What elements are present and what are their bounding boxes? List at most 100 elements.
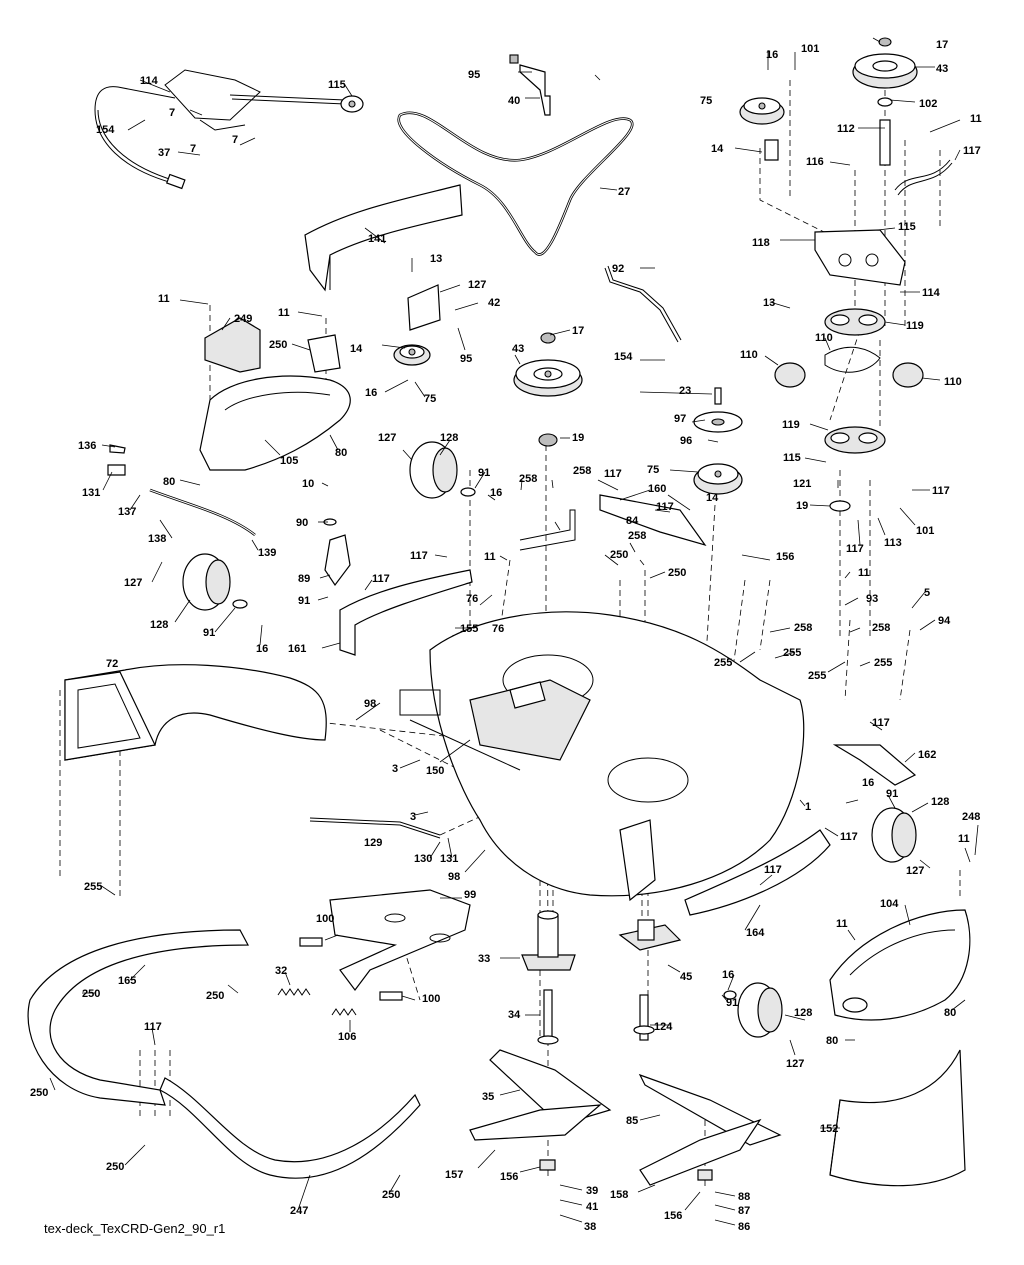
part-label: 84 xyxy=(626,515,639,527)
wheels-128-right xyxy=(723,807,917,1038)
part-label: 95 xyxy=(460,353,472,365)
part-label: 33 xyxy=(478,953,490,965)
part-label: 102 xyxy=(919,98,937,110)
part-label: 112 xyxy=(837,123,855,135)
part-label: 128 xyxy=(794,1007,812,1019)
part-label: 255 xyxy=(84,881,102,893)
part-label: 157 xyxy=(445,1169,463,1181)
part-label: 165 xyxy=(118,975,136,987)
blade-set-85-158 xyxy=(638,1073,782,1186)
part-label: 100 xyxy=(316,913,334,925)
part-label: 98 xyxy=(448,871,460,883)
part-label: 114 xyxy=(922,287,941,299)
part-label: 154 xyxy=(614,351,633,363)
part-label: 5 xyxy=(924,587,930,599)
part-label: 11 xyxy=(278,307,290,319)
part-label: 141 xyxy=(368,233,386,245)
part-label: 247 xyxy=(290,1205,308,1217)
part-label: 40 xyxy=(508,95,520,107)
mower-deck-1 xyxy=(399,611,805,897)
part-label: 117 xyxy=(872,717,890,729)
part-label: 128 xyxy=(931,796,949,808)
arm-160-84 xyxy=(519,494,707,551)
gear-119-bottom xyxy=(824,426,886,512)
part-label: 91 xyxy=(298,595,310,607)
part-label: 250 xyxy=(206,990,224,1002)
part-label: 76 xyxy=(492,623,504,635)
part-label: 119 xyxy=(906,320,924,332)
part-label: 90 xyxy=(296,517,308,529)
part-label: 161 xyxy=(288,643,306,655)
part-label: 137 xyxy=(118,506,136,518)
part-label: 258 xyxy=(794,622,812,634)
part-label: 121 xyxy=(793,478,811,490)
part-label: 150 xyxy=(426,765,444,777)
leader-lines xyxy=(49,37,979,1226)
rods-129-150 xyxy=(309,719,521,839)
cover-141 xyxy=(829,1047,966,1187)
part-label: 80 xyxy=(826,1035,838,1047)
part-label: 16 xyxy=(766,49,778,61)
wheels-128-left xyxy=(182,441,476,611)
part-label: 17 xyxy=(936,39,948,51)
part-label: 93 xyxy=(866,593,878,605)
cover-105 xyxy=(199,375,351,471)
shafts-34-124 xyxy=(537,989,655,1045)
part-label: 104 xyxy=(880,898,899,910)
part-label: 11 xyxy=(858,567,870,579)
part-label: 258 xyxy=(519,473,537,485)
part-label: 7 xyxy=(190,143,196,155)
part-label: 85 xyxy=(626,1115,638,1127)
part-label: 11 xyxy=(836,918,848,930)
part-label: 115 xyxy=(783,452,801,464)
part-label: 89 xyxy=(298,573,310,585)
bracket-162 xyxy=(619,819,831,916)
part-label: 124 xyxy=(654,1021,673,1033)
part-label: 99 xyxy=(464,889,476,901)
part-label: 250 xyxy=(30,1087,48,1099)
gear-119-top xyxy=(824,308,886,336)
part-label: 92 xyxy=(612,263,624,275)
part-label: 250 xyxy=(82,988,100,1000)
part-label: 127 xyxy=(786,1058,804,1070)
part-label: 37 xyxy=(158,147,170,159)
part-label: 113 xyxy=(884,537,902,549)
part-label: 11 xyxy=(158,293,170,305)
part-label: 80 xyxy=(944,1007,956,1019)
part-label: 164 xyxy=(746,927,765,939)
part-label: 80 xyxy=(335,447,347,459)
part-label: 250 xyxy=(269,339,287,351)
part-label: 128 xyxy=(150,619,168,631)
part-label: 11 xyxy=(958,833,970,845)
part-label: 119 xyxy=(782,419,800,431)
part-label: 128 xyxy=(440,432,458,444)
arm-159 xyxy=(339,569,473,656)
part-label: 127 xyxy=(468,279,486,291)
part-label: 152 xyxy=(820,1123,838,1135)
part-label: 156 xyxy=(776,551,794,563)
part-label: 97 xyxy=(674,413,686,425)
discharge-chute-72 xyxy=(64,664,327,761)
bracket-249 xyxy=(307,334,341,373)
part-label: 23 xyxy=(679,385,691,397)
part-label: 1 xyxy=(805,801,811,813)
part-label: 250 xyxy=(610,549,628,561)
part-label: 110 xyxy=(740,349,758,361)
pulley-43-top xyxy=(852,37,918,107)
part-label: 118 xyxy=(752,237,770,249)
part-label: 127 xyxy=(124,577,142,589)
part-label: 75 xyxy=(647,464,659,476)
part-label: 101 xyxy=(801,43,819,55)
part-label: 106 xyxy=(338,1031,356,1043)
part-label: 116 xyxy=(806,156,824,168)
part-labels: 114 115 7 7 7 154 37 95 40 27 141 13 127… xyxy=(30,39,982,1233)
part-label: 117 xyxy=(963,145,981,157)
part-label: 255 xyxy=(783,647,801,659)
part-label: 258 xyxy=(573,465,591,477)
part-label: 115 xyxy=(328,79,346,91)
part-label: 43 xyxy=(512,343,524,355)
part-label: 72 xyxy=(106,658,118,670)
part-label: 138 xyxy=(148,533,166,545)
part-label: 91 xyxy=(726,997,738,1009)
part-label: 88 xyxy=(738,1191,750,1203)
